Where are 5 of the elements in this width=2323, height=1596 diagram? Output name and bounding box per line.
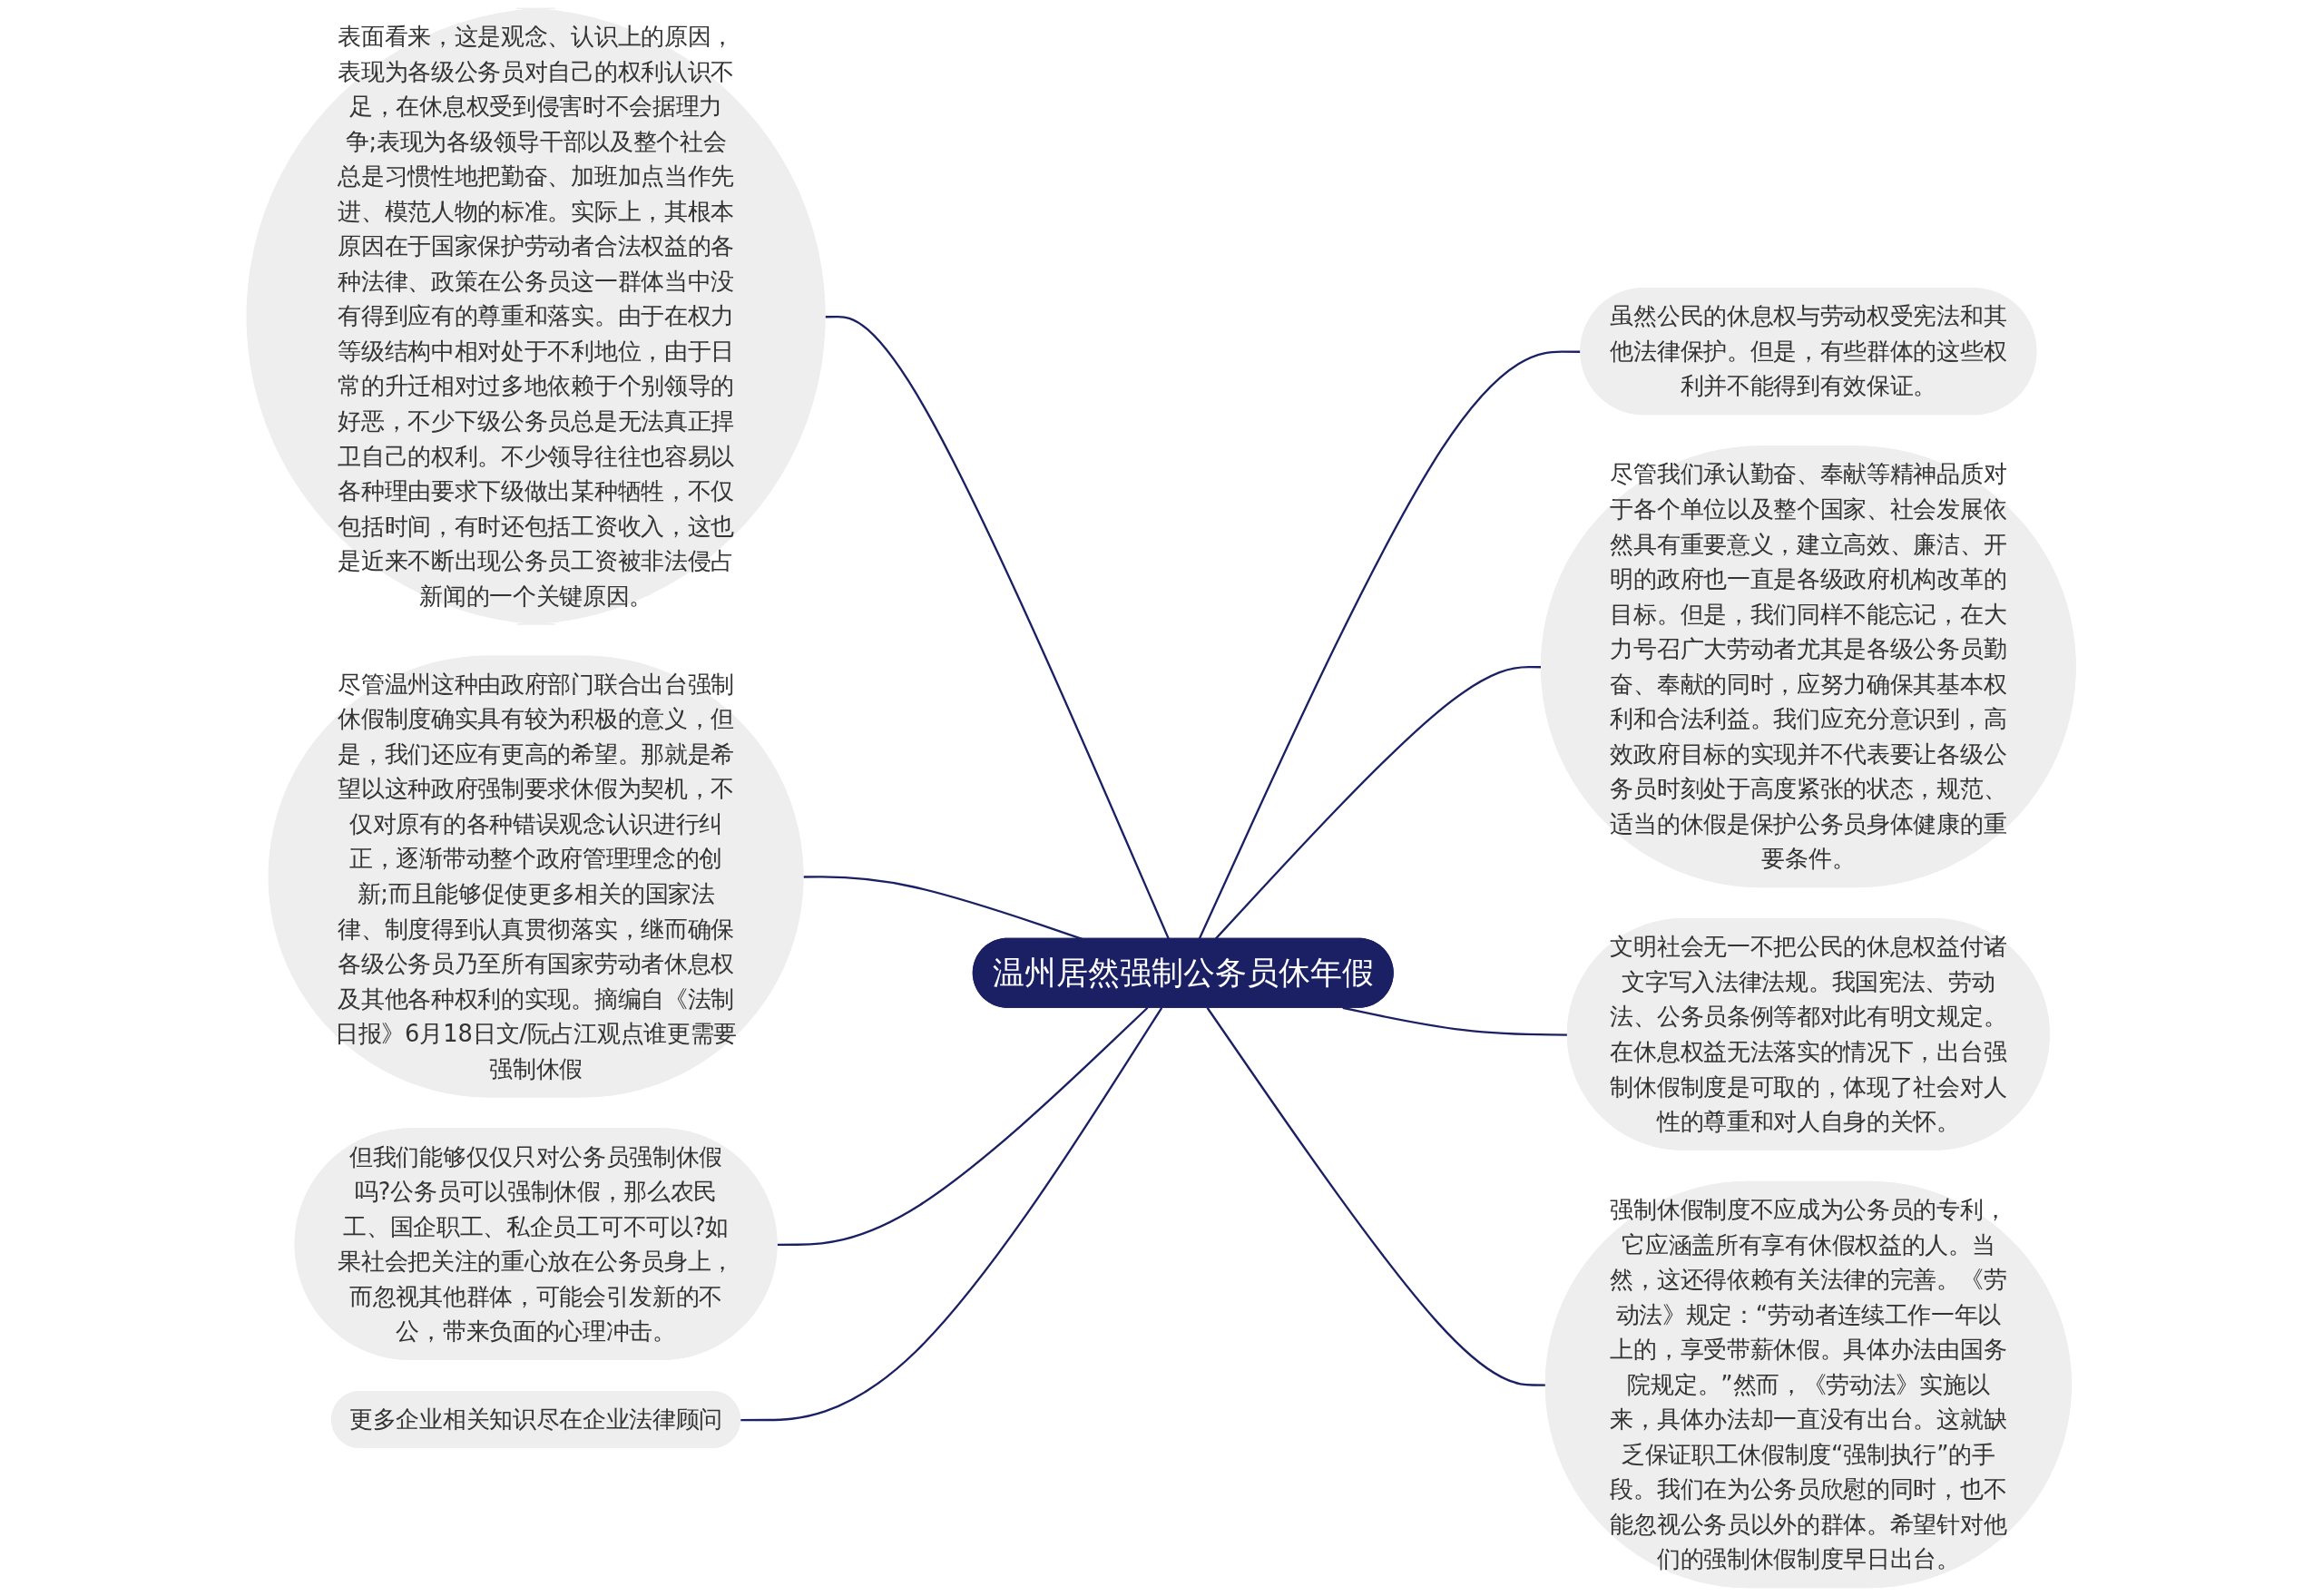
connector [777, 1006, 1149, 1246]
connector [1198, 350, 1582, 940]
connector [803, 876, 1083, 940]
connector [825, 315, 1171, 940]
connector [740, 1007, 1163, 1422]
